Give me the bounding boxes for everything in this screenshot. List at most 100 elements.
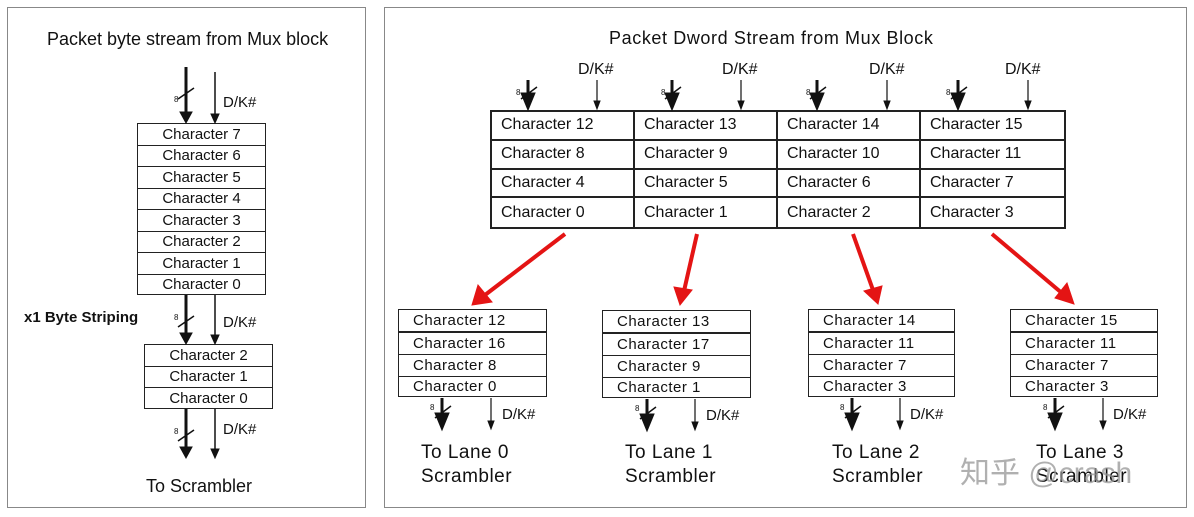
left-bus-width-top: 8 (174, 95, 179, 104)
lane0-label: To Lane 0 Scrambler (421, 441, 512, 489)
lane0-line2: Scrambler (421, 466, 513, 487)
left-bus-arrow-top (177, 67, 195, 125)
dk-arrow-col3 (1024, 80, 1032, 111)
lane1-line1: To Lane 1 (625, 442, 713, 463)
lane3-label: To Lane 3 Scrambler (1036, 441, 1127, 489)
lane3-line2: Scrambler (1036, 466, 1128, 487)
lane2-dk-label: D/K# (910, 406, 944, 423)
dk-label-col1: D/K# (722, 61, 758, 78)
lane-cell: Character 17 (603, 334, 750, 356)
stack-cell: Character 7 (138, 124, 265, 146)
stack-cell: Character 6 (138, 146, 265, 167)
lane2-dk-arrow (896, 398, 904, 431)
lane1-dk-arrow (691, 399, 699, 432)
bus-arrow-col0 (520, 80, 538, 112)
left-dk-arrow-top (210, 72, 220, 125)
dk-arrow-col2 (883, 80, 891, 111)
bus-width-col0: 8 (516, 88, 521, 97)
stack-cell: Character 0 (169, 389, 248, 407)
left-dk-arrow-bottom (210, 409, 220, 460)
lane-cell: Character 9 (603, 356, 750, 378)
left-footer: To Scrambler (146, 476, 253, 496)
grid-cell: Character 9 (635, 140, 778, 170)
lane0-bus-width: 8 (430, 403, 435, 412)
lane-cell: Character 7 (809, 355, 954, 377)
left-title: Packet byte stream from Mux block (47, 29, 329, 49)
dk-arrow-col1 (737, 80, 745, 111)
lane-cell: Character 0 (413, 377, 497, 395)
lane1-bus-arrow (639, 399, 657, 433)
stack-cell: Character 0 (162, 276, 241, 293)
lane3-bus-width: 8 (1043, 403, 1048, 412)
stack-cell: Character 3 (138, 210, 265, 232)
left-stack-bottom: Character 2 Character 1 Character 0 (144, 344, 273, 409)
dk-label-col0: D/K# (578, 61, 614, 78)
bus-arrow-col1 (664, 80, 682, 112)
lane1-dk-label: D/K# (706, 407, 740, 424)
grid-cell: Character 11 (921, 141, 1064, 170)
bus-arrow-col3 (950, 80, 968, 112)
left-bus-arrow-mid (177, 295, 195, 346)
lane1-bus-width: 8 (635, 404, 640, 413)
lane-cell: Character 16 (399, 333, 546, 355)
stack-cell: Character 5 (138, 167, 265, 189)
lane2-line2: Scrambler (832, 466, 924, 487)
dword-grid: Character 12 Character 13 Character 14 C… (490, 110, 1066, 229)
grid-cell: Character 3 (930, 203, 1014, 221)
left-bus-width-bottom: 8 (174, 427, 179, 436)
dk-label-col3: D/K# (1005, 61, 1041, 78)
grid-cell: Character 12 (492, 112, 635, 141)
lane2-label: To Lane 2 Scrambler (832, 441, 923, 489)
stack-cell: Character 1 (145, 367, 272, 388)
lane-cell: Character 12 (399, 310, 546, 333)
lane-cell: Character 8 (399, 355, 546, 377)
lane0-line1: To Lane 0 (421, 442, 509, 463)
bus-width-col3: 8 (946, 88, 951, 97)
lane-cell: Character 15 (1011, 310, 1157, 333)
lane-cell: Character 3 (823, 377, 907, 395)
lane-cell: Character 1 (617, 378, 701, 396)
lane-cell: Character 7 (1011, 355, 1157, 377)
grid-cell: Character 13 (635, 112, 778, 141)
lane-cell: Character 14 (809, 310, 954, 333)
left-dk-label-top: D/K# (223, 94, 257, 111)
red-arrow-lane1 (673, 233, 699, 307)
dk-arrow-col0 (593, 80, 601, 111)
lane2-bus-width: 8 (840, 403, 845, 412)
left-dk-label-mid: D/K# (223, 314, 257, 331)
lane1-line2: Scrambler (625, 466, 717, 487)
left-stack-top: Character 7 Character 6 Character 5 Char… (137, 123, 266, 295)
grid-cell: Character 10 (778, 140, 921, 170)
stack-cell: Character 2 (138, 232, 265, 253)
lane-cell: Character 11 (809, 333, 954, 355)
lane0-box: Character 12 Character 16 Character 8 Ch… (398, 309, 547, 397)
lane-cell: Character 13 (603, 311, 750, 334)
lane1-label: To Lane 1 Scrambler (625, 441, 716, 489)
lane2-bus-arrow (844, 398, 862, 432)
grid-cell: Character 15 (921, 112, 1064, 141)
right-title: Packet Dword Stream from Mux Block (609, 28, 934, 48)
grid-cell: Character 7 (921, 170, 1064, 199)
lane3-bus-arrow (1047, 398, 1065, 432)
bus-arrow-col2 (809, 80, 827, 112)
stack-cell: Character 2 (145, 345, 272, 367)
left-dk-arrow-mid (210, 295, 220, 346)
lane0-dk-arrow (487, 398, 495, 431)
grid-cell: Character 5 (635, 169, 778, 199)
lane3-box: Character 15 Character 11 Character 7 Ch… (1010, 309, 1158, 397)
red-arrow-lane2 (851, 233, 883, 305)
lane3-dk-label: D/K# (1113, 406, 1147, 423)
grid-cell: Character 1 (635, 198, 778, 227)
lane-cell: Character 3 (1025, 377, 1109, 395)
left-bus-width-mid: 8 (174, 313, 179, 322)
dk-label-col2: D/K# (869, 61, 905, 78)
grid-cell: Character 8 (492, 140, 635, 170)
red-arrow-lane0 (471, 232, 567, 306)
left-dk-label-bottom: D/K# (223, 421, 257, 438)
grid-cell: Character 6 (778, 169, 921, 199)
watermark: 知乎 @crash (960, 457, 1133, 490)
grid-cell: Character 0 (492, 198, 635, 227)
lane0-dk-label: D/K# (502, 406, 536, 423)
lane-cell: Character 11 (1011, 333, 1157, 355)
